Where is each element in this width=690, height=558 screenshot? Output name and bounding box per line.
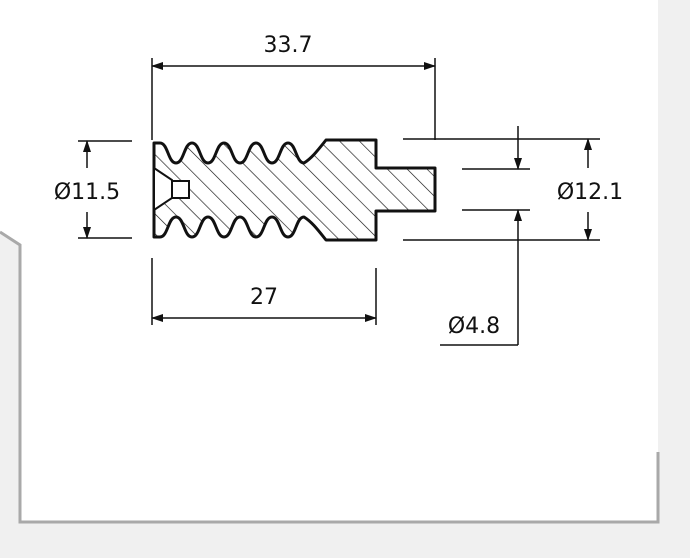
overall-length-label: 33.7 (264, 33, 313, 58)
thread-diameter-label: Ø11.5 (54, 180, 120, 205)
flange-diameter-label: Ø12.1 (557, 180, 623, 205)
pin-diameter-label: Ø4.8 (448, 314, 500, 339)
threaded-length-label: 27 (250, 285, 278, 310)
sheet-panel (0, 0, 658, 522)
part-section (152, 138, 437, 242)
sheet-frame (0, 230, 660, 524)
bore-square (171, 180, 190, 199)
